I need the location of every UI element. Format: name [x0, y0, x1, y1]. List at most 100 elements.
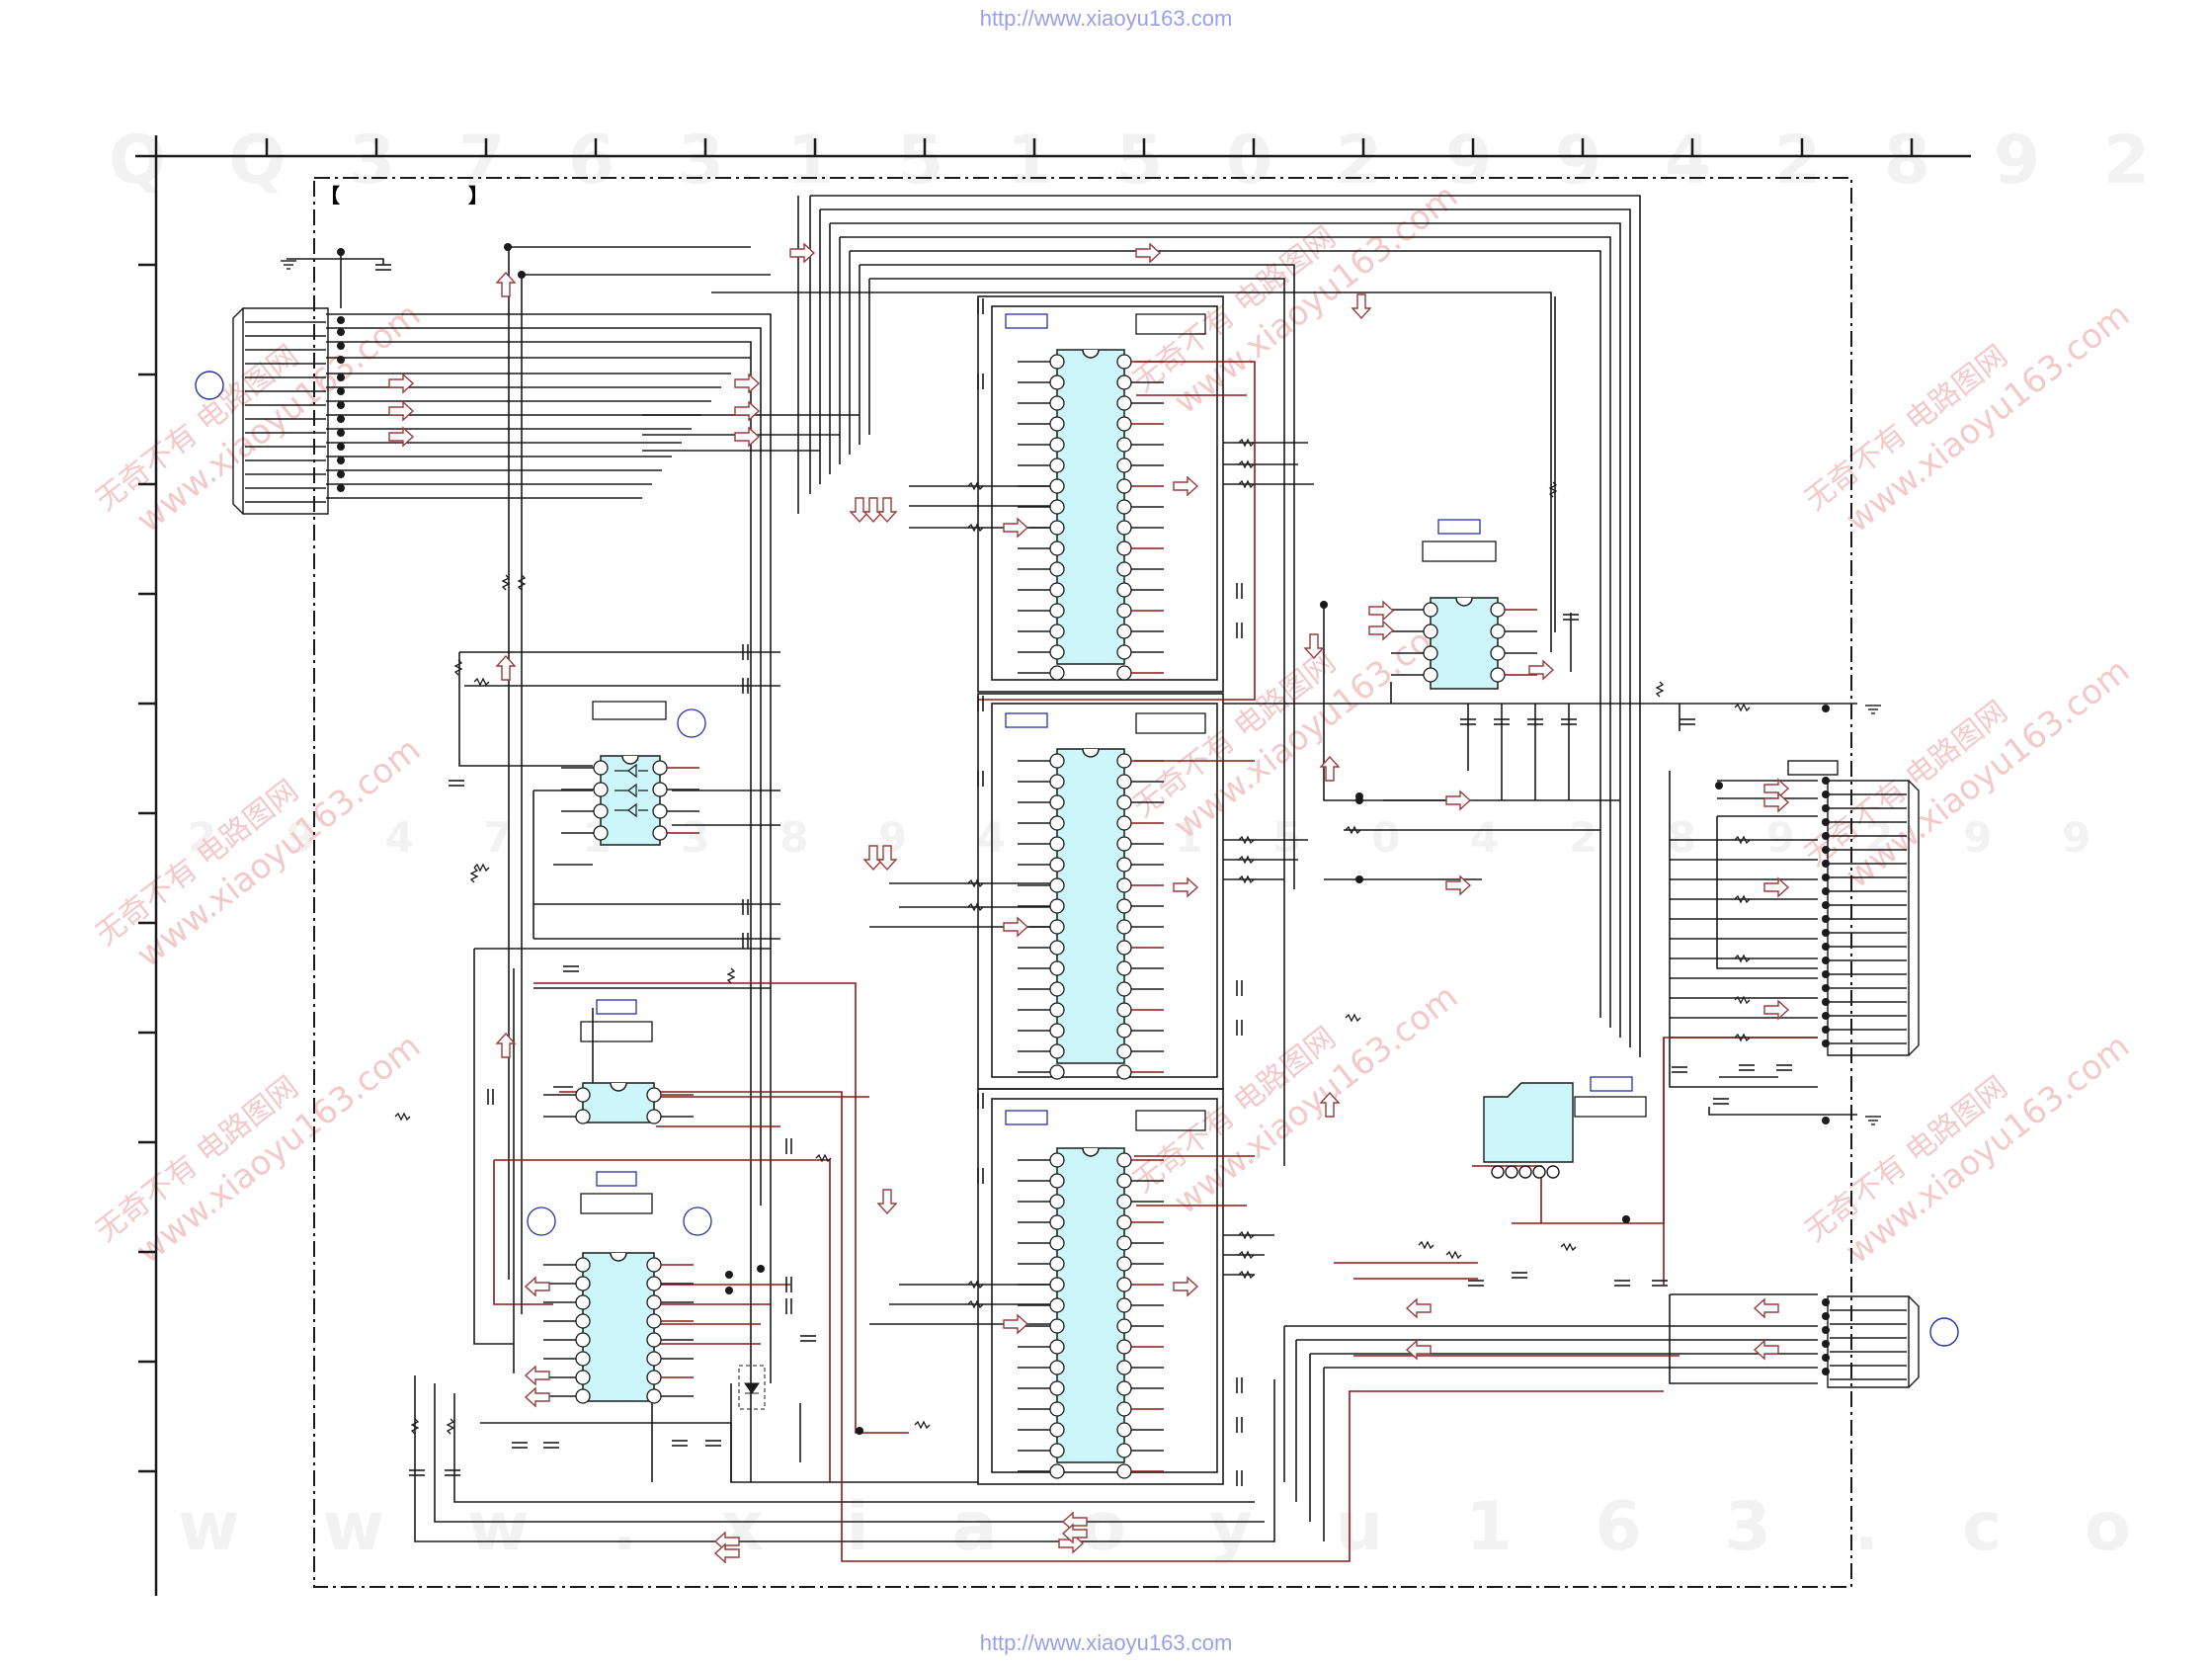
junction-dot — [1822, 943, 1830, 951]
ic-pin — [1049, 1173, 1065, 1189]
ic-pin — [646, 1370, 662, 1385]
ic-pin — [1049, 836, 1065, 852]
ic-pin — [1423, 667, 1438, 683]
junction-dot — [1822, 846, 1830, 854]
ic-pin — [1116, 354, 1132, 370]
resistor — [1238, 835, 1255, 845]
ic-pin — [1049, 919, 1065, 935]
ic-pin — [1116, 1380, 1132, 1396]
ic-pin — [1049, 877, 1065, 893]
ic-pin — [1049, 774, 1065, 790]
resistor — [1734, 894, 1751, 904]
resistor — [967, 902, 984, 912]
ic-pin — [1116, 1360, 1132, 1375]
ic-body — [1056, 349, 1125, 665]
junction-dot — [337, 356, 345, 364]
junction-dot — [1822, 1012, 1830, 1020]
ic-pin — [1116, 1339, 1132, 1355]
junction-dot — [337, 374, 345, 381]
ic-lower — [1018, 1147, 1164, 1479]
ic-pin — [1116, 877, 1132, 893]
signal-arrow — [1135, 242, 1162, 264]
junction-dot — [1822, 998, 1830, 1006]
footer-url[interactable]: http://www.xiaoyu163.com — [979, 1630, 1233, 1655]
ic-pin — [1049, 1443, 1065, 1458]
ic-left-gates — [561, 755, 699, 846]
junction-dot — [337, 457, 345, 464]
ic-pin — [1049, 561, 1065, 577]
ic-pin — [1116, 1443, 1132, 1458]
junction-dot — [1822, 874, 1830, 881]
resistor — [469, 867, 479, 883]
ic-pin — [1423, 645, 1438, 661]
ic-pin — [1049, 582, 1065, 598]
junction-dot — [1822, 1340, 1830, 1348]
ic-pin — [575, 1313, 591, 1329]
header-url[interactable]: http://www.xiaoyu163.com — [979, 6, 1233, 31]
ic-pin — [1116, 1194, 1132, 1209]
ic-pin — [1116, 1318, 1132, 1334]
signal-arrow — [388, 400, 415, 422]
ic-pin — [646, 1257, 662, 1273]
resistor — [914, 1420, 931, 1430]
ruler-ticks — [138, 138, 1914, 1473]
ic-pin — [646, 1109, 662, 1124]
signal-arrow — [734, 426, 761, 448]
signal-arrow — [1173, 876, 1199, 898]
ic-notch — [610, 1252, 627, 1262]
ic-pin — [575, 1109, 591, 1124]
junction-dot — [1822, 1117, 1830, 1124]
ic-pin — [1116, 836, 1132, 852]
wires-red-signal — [493, 361, 1818, 1562]
ground-symbols — [281, 260, 1881, 1125]
ic-pin — [1116, 1463, 1132, 1479]
signal-arrow — [1405, 1339, 1432, 1361]
signal-arrow — [1319, 755, 1341, 782]
ic-notch — [1082, 748, 1100, 758]
signal-arrow — [1173, 1276, 1199, 1297]
ic-pin — [1049, 644, 1065, 660]
capacitors — [375, 264, 1792, 1486]
ic-pin — [652, 782, 668, 797]
ic-pin — [1116, 919, 1132, 935]
wires-black — [287, 195, 1857, 1542]
ic-pin — [1049, 1152, 1065, 1168]
ic-pin — [1116, 1064, 1132, 1080]
ic-pin — [1049, 857, 1065, 873]
junction-dot — [1822, 929, 1830, 937]
signal-arrow — [388, 373, 415, 394]
ic-pin — [575, 1332, 591, 1348]
ic-pin — [1049, 437, 1065, 453]
signal-arrow — [1368, 600, 1395, 622]
ic-pin — [1423, 624, 1438, 639]
resistor — [1238, 479, 1255, 489]
ic-pin — [646, 1313, 662, 1329]
junction-dot — [1822, 915, 1830, 923]
ic-right-small — [1391, 597, 1537, 690]
ic-pin — [1049, 354, 1065, 370]
junction-dot — [1622, 1215, 1630, 1223]
junction-dot — [1822, 957, 1830, 964]
signal-arrow — [876, 497, 898, 524]
junction-dot — [1822, 818, 1830, 826]
signal-arrow — [734, 400, 761, 422]
junction-dot — [757, 1265, 765, 1273]
ic-pin — [1049, 1360, 1065, 1375]
ic-pin — [1116, 753, 1132, 769]
gate-symbol — [614, 783, 648, 798]
resistors — [394, 438, 1751, 1435]
resistor — [1734, 954, 1751, 963]
ic-pin — [1049, 1235, 1065, 1251]
ic-pin — [593, 782, 609, 797]
ic-pin — [1049, 416, 1065, 432]
signal-arrow — [1763, 999, 1790, 1021]
watermark-site-text: www.xiaoyu163.com — [1839, 1027, 2137, 1272]
signal-arrow — [862, 845, 884, 872]
regulator-pin — [1532, 1165, 1546, 1179]
signal-arrow — [1753, 1297, 1779, 1319]
signal-arrow — [495, 654, 517, 681]
regulator-pin — [1491, 1165, 1505, 1179]
